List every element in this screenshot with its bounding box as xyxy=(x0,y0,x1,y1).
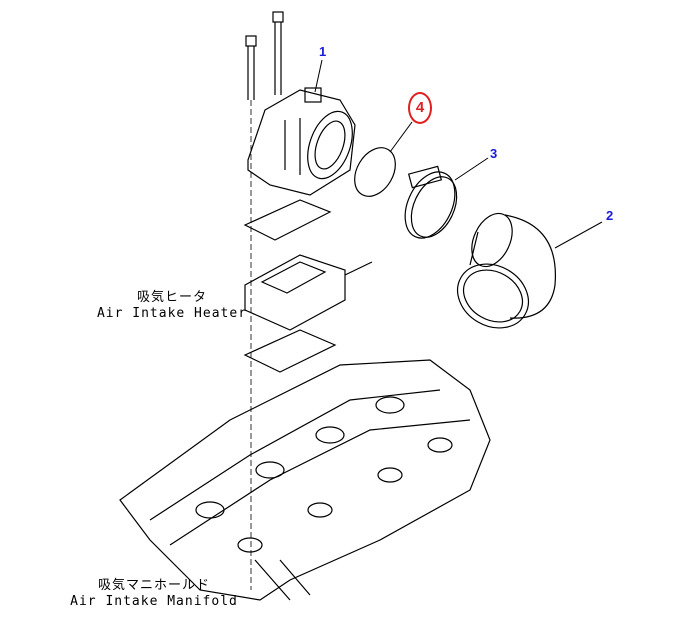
intake-manifold xyxy=(119,359,491,601)
callout-part-1[interactable]: 1 xyxy=(319,44,327,59)
heater-label-en: Air Intake Heater xyxy=(96,306,248,321)
o-ring-part-4 xyxy=(354,147,396,197)
gasket-lower xyxy=(243,329,337,373)
leader-lines xyxy=(314,59,603,249)
gasket-upper xyxy=(243,199,332,241)
manifold-label-en: Air Intake Manifold xyxy=(70,594,238,609)
clamp-part-3 xyxy=(404,165,458,239)
heater-label-jp: 吸気ヒータ xyxy=(136,290,207,305)
elbow-pipe-part-2 xyxy=(457,212,557,329)
callout-part-2[interactable]: 2 xyxy=(606,208,614,223)
air-intake-heater xyxy=(244,254,373,331)
bolt-left xyxy=(245,35,257,590)
manifold-label-jp: 吸気マニホールド xyxy=(97,578,210,593)
intake-housing-part-1 xyxy=(247,87,356,196)
callout-part-4-highlighted[interactable]: 4 xyxy=(408,92,432,124)
callout-part-3[interactable]: 3 xyxy=(490,146,498,161)
bolt-right xyxy=(272,11,284,95)
heater-label: 吸気ヒータ Air Intake Heater xyxy=(92,290,252,322)
manifold-label: 吸気マニホールド Air Intake Manifold xyxy=(64,578,244,610)
